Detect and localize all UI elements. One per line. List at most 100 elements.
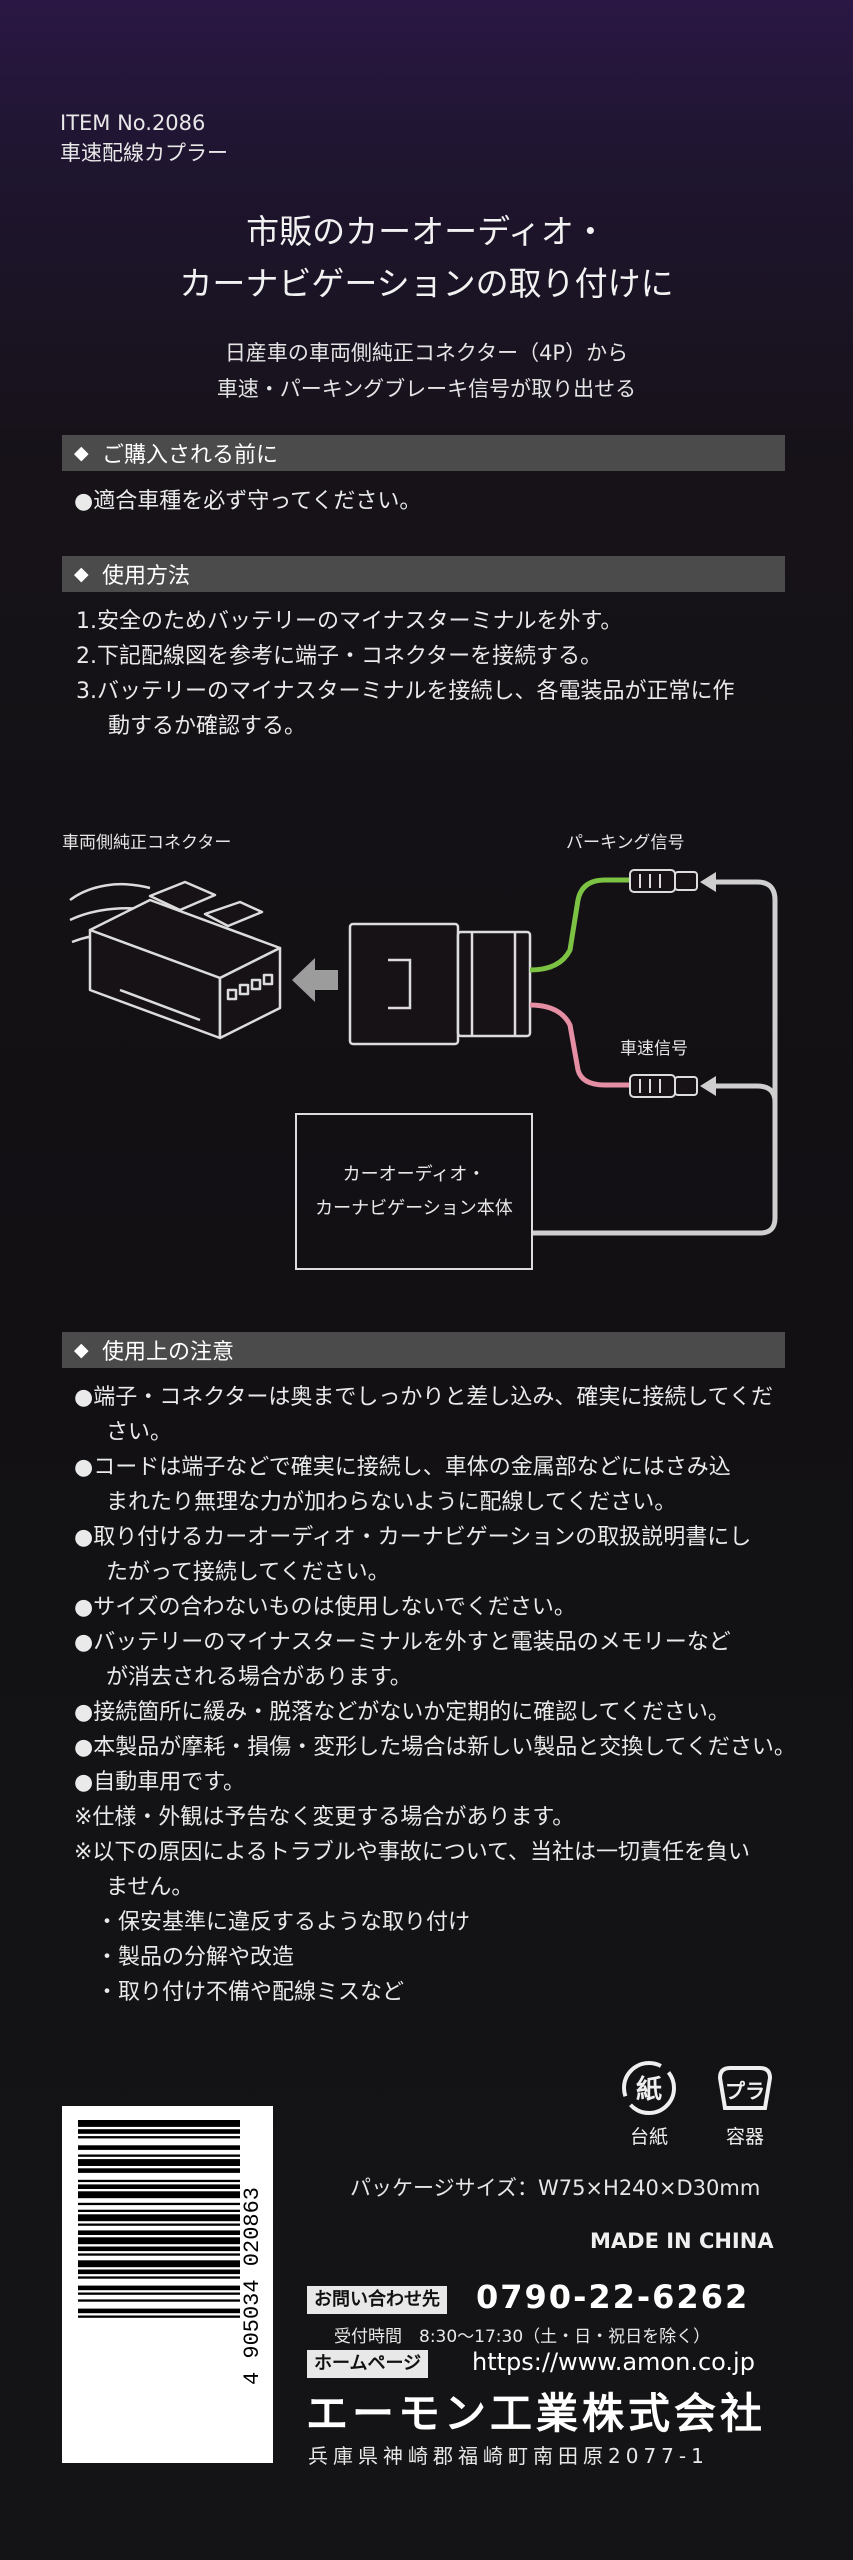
vehicle-connector-label: 車両側純正コネクター [62,833,232,853]
barcode-bar [78,2209,240,2212]
head-unit-line2: カーナビゲーション本体 [315,1197,513,1219]
barcode-bar [78,2315,240,2318]
caution-line: ・製品の分解や改造 [96,1945,295,1970]
section-title-before: ご購入される前に [102,443,279,468]
diamond-icon: ◆ [74,563,89,585]
barcode-bar [78,2299,240,2302]
tel-label: お問い合わせ先 [307,2286,447,2314]
barcode-bar [78,2184,240,2189]
section-bar-usage: ◆ 使用方法 [62,556,785,592]
plastic-icon-char: プラ [725,2079,765,2103]
barcode-bar [78,2191,240,2199]
barcode-bar [78,2276,240,2279]
arrow-left-icon [292,958,338,1002]
caution-line: ※以下の原因によるトラブルや事故について、当社は一切責任を負い [74,1840,751,1865]
caution-line: さい。 [106,1420,173,1445]
plastic-recycle-label: 容器 [725,2126,764,2148]
caution-line: たがって接続してください。 [106,1560,390,1585]
plastic-recycle-mark: プラ 容器 [710,2058,780,2149]
website-url: https://www.amon.co.jp [472,2348,755,2376]
caution-line: ●自動車用です。 [74,1770,245,1795]
barcode-bar [78,2230,240,2235]
caution-list: ●端子・コネクターは奥までしっかりと差し込み、確実に接続してくだ さい。 ●コー… [74,1380,796,2010]
barcode-bar [78,2202,240,2206]
barcode-bar [78,2129,240,2134]
parking-signal-label: パーキング信号 [566,833,685,853]
wiring-diagram [69,869,778,1236]
company-name: エーモン工業株式会社 [306,2389,767,2438]
barcode-bar [78,2120,240,2127]
caution-line: ※仕様・外観は予告なく変更する場合があります。 [74,1805,575,1830]
usage-steps: 1.安全のためバッテリーのマイナスターミナルを外す。 2.下記配線図を参考に端子… [76,604,796,744]
business-hours: 受付時間 8:30〜17:30（土・日・祝日を除く） [334,2327,711,2347]
made-in: MADE IN CHINA [590,2229,774,2253]
barcode-bar [78,2168,240,2173]
item-header: ITEM No.2086 車速配線カプラー [60,108,228,168]
diamond-icon: ◆ [74,442,89,464]
plastic-recycle-icon: プラ [717,2066,773,2110]
barcode-bar [78,2269,240,2275]
diamond-icon: ◆ [74,1339,89,1361]
barcode-bar [78,2237,240,2245]
caution-line: ●コードは端子などで確実に接続し、車体の金属部などにはさみ込 [74,1455,731,1480]
headline-line1: 市販のカーオーディオ・ [246,212,607,251]
arrowhead-icon [700,872,716,892]
barcode-bar [78,2214,240,2222]
caution-line: ・取り付け不備や配線ミスなど [96,1980,405,2005]
arrowhead-icon [700,1076,716,1096]
speed-signal-label: 車速信号 [620,1039,688,1059]
paper-recycle-label: 台紙 [629,2126,668,2148]
barcode-bar [78,2179,240,2183]
caution-line: ●バッテリーのマイナスターミナルを外すと電装品のメモリーなど [74,1630,731,1655]
web-label: ホームページ [307,2350,429,2378]
caution-line: ・保安基準に違反するような取り付け [96,1910,471,1935]
section-title-cautions: 使用上の注意 [102,1340,235,1365]
paper-recycle-icon: 紙 [622,2061,676,2115]
item-number: ITEM No.2086 [60,111,206,135]
headline-line2: カーナビゲーションの取り付けに [179,264,674,303]
section-bar-cautions: ◆ 使用上の注意 [62,1332,785,1368]
return-wire-speed [712,1083,778,1103]
caution-line: まれたり無理な力が加わらないように配線してください。 [106,1490,677,1515]
usage-step: 2.下記配線図を参考に端子・コネクターを接続する。 [76,644,603,669]
vehicle-connector-icon [69,880,282,1040]
caution-line: ●端子・コネクターは奥までしっかりと差し込み、確実に接続してくだ [74,1385,773,1410]
barcode-bar [78,2154,240,2157]
phone-number: 0790-22-6262 [476,2278,750,2316]
harness-connector-icon [348,922,532,1046]
barcode-bar [78,2136,240,2139]
headline: 市販のカーオーディオ・ カーナビゲーションの取り付けに [0,206,853,310]
barcode-bar [78,2308,240,2314]
caution-line: ●接続箇所に緩み・脱落などがないか定期的に確認してください。 [74,1700,730,1725]
before-list: ●適合車種を必ず守ってください。 [74,484,794,519]
speed-terminal-icon [629,1074,698,1098]
barcode-digits: 4 905034 020863 [240,2187,265,2385]
barcode-bar [78,2159,240,2166]
usage-step: 1.安全のためバッテリーのマイナスターミナルを外す。 [76,609,623,634]
section-bar-before: ◆ ご購入される前に [62,435,785,471]
caution-line: ●取り付けるカーオーディオ・カーナビゲーションの取扱説明書にし [74,1525,752,1550]
barcode-bar [78,2292,240,2295]
barcode-bar [78,2145,240,2150]
item-name: 車速配線カプラー [60,141,228,165]
usage-step: 3.バッテリーのマイナスターミナルを接続し、各電装品が正常に作 [76,679,735,704]
subline-line1: 日産車の車両側純正コネクター（4P）から [224,341,629,365]
barcode: 4 905034 020863 [62,2106,273,2463]
barcode-bar [78,2260,240,2268]
parking-terminal-icon [629,869,698,893]
subline-line2: 車速・パーキングブレーキ信号が取り出せる [216,377,637,401]
paper-recycle-mark: 紙 台紙 [614,2058,684,2149]
speed-wire [529,1002,630,1088]
paper-icon-char: 紙 [636,2074,662,2105]
caution-line: ません。 [106,1875,194,1900]
return-wire [533,879,778,1236]
barcode-bars: 4 905034 020863 [78,2120,265,2385]
company-address: 兵庫県神崎郡福崎町南田原2077-1 [308,2444,709,2468]
barcode-bar [78,2246,240,2252]
caution-line: ●サイズの合わないものは使用しないでください。 [74,1595,576,1620]
before-item: ●適合車種を必ず守ってください。 [74,489,422,514]
barcode-bar [78,2253,240,2256]
package-size: パッケージサイズ：W75×H240×D30mm [350,2176,761,2200]
barcode-bar [78,2223,240,2226]
usage-step: 動するか確認する。 [108,714,307,739]
